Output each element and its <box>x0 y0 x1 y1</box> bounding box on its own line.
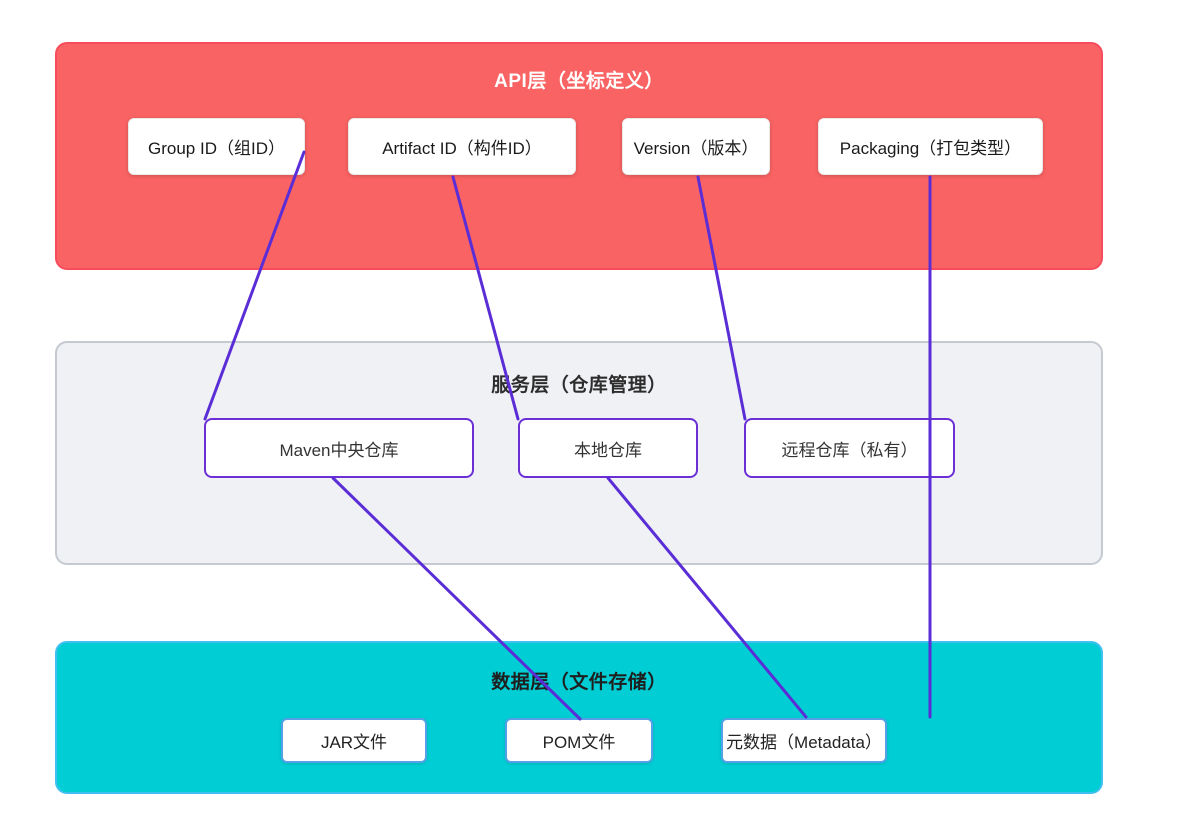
layer-service-title: 服务层（仓库管理） <box>491 375 667 396</box>
node-packaging: Packaging（打包类型） <box>818 118 1043 175</box>
node-local-repo: 本地仓库 <box>518 418 698 478</box>
node-group-id: Group ID（组ID） <box>128 118 305 175</box>
node-remote-repo: 远程仓库（私有） <box>744 418 955 478</box>
layer-data-title: 数据层（文件存储） <box>491 672 667 693</box>
layer-api-title: API层（坐标定义） <box>494 71 664 92</box>
node-artifact-id: Artifact ID（构件ID） <box>348 118 576 175</box>
node-metadata: 元数据（Metadata） <box>721 718 887 763</box>
node-pom-file: POM文件 <box>505 718 653 763</box>
node-version: Version（版本） <box>622 118 770 175</box>
node-jar-file: JAR文件 <box>281 718 427 763</box>
node-maven-central-repo: Maven中央仓库 <box>204 418 474 478</box>
